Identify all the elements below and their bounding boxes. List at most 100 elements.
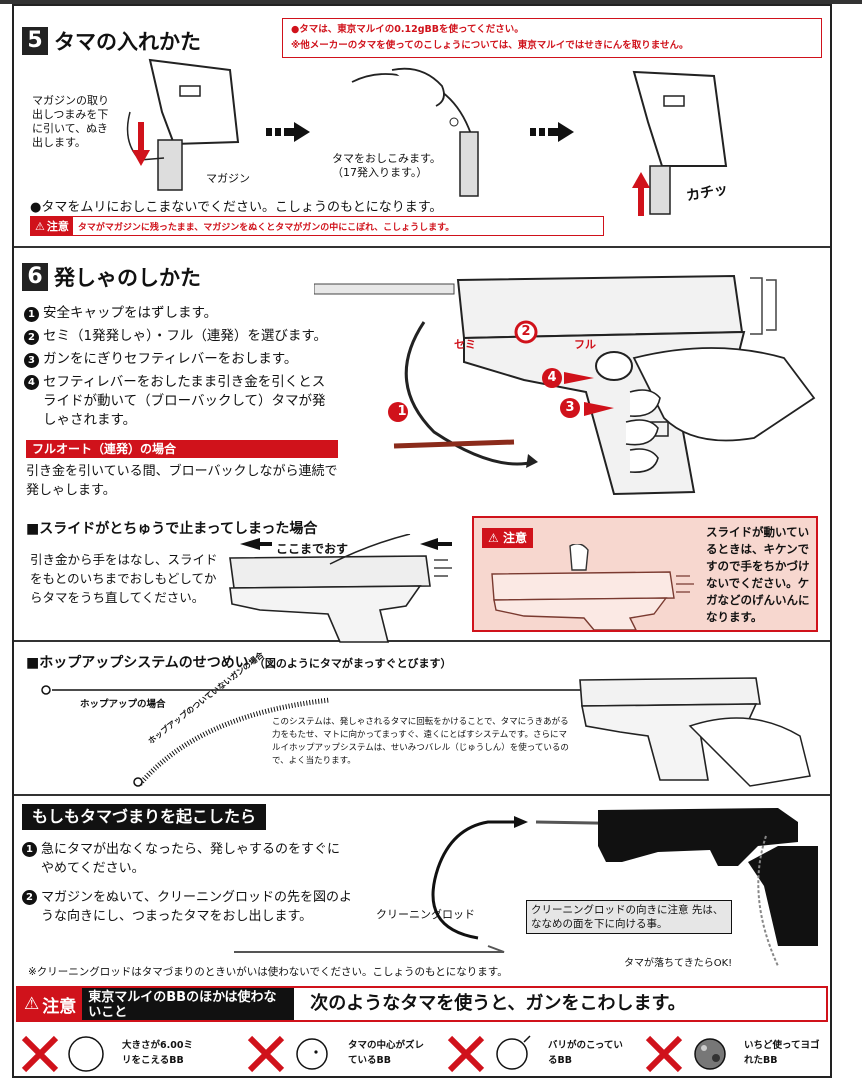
reject-x-icon	[447, 1035, 531, 1073]
caution-badge-label: 注意	[502, 531, 527, 545]
firing-step-1: 1 安全キャップをはずします。	[24, 304, 217, 323]
next-arrow-icon	[530, 122, 574, 142]
callout-2: 2	[521, 324, 531, 339]
bad-bb-text: 大きさが6.00ミリをこえるBB	[122, 1040, 193, 1066]
step-number: 3	[24, 353, 39, 368]
step-text: 急にタマが出なくなったら、発しゃするのをすぐにやめてください。	[41, 842, 341, 876]
bb-brand-warning: 東京マルイのBBのほかは使わないこと	[82, 988, 295, 1020]
callout-1: 1	[397, 404, 407, 419]
pistol-firing-illustration	[314, 274, 816, 496]
bad-bb-burrs: バリがのこっているBB	[446, 1034, 646, 1074]
reject-x-icon	[21, 1035, 104, 1073]
jam-title: もしもタマづまりを起こしたら	[22, 804, 267, 830]
firing-step-4: 4 セフティレバーをおしたまま引き金を引くとスライドが動いて（ブローバックして）タ…	[24, 373, 334, 430]
bb-notice-line2: ※他メーカーのタマを使ってのこしょうについては、東京マルイではせきにんを取りませ…	[291, 40, 689, 51]
callout-4: 4	[547, 370, 557, 385]
full-auto-label: フルオート（連発）の場合	[26, 440, 338, 458]
firing-step-3: 3 ガンをにぎりセフティレバーをおします。	[24, 350, 297, 369]
slide-caution-panel: ⚠ 注意 スライドが動いているときは、キケンですので手をちかづけないでください。…	[472, 516, 818, 632]
bad-bb-off-center: タマの中心がズレているBB	[246, 1034, 446, 1074]
full-auto-text: 引き金を引いている間、ブローバックしながら連続で発しゃします。	[26, 464, 338, 498]
no-force-caution: ●タマをムリにおしこまないでください。こしょうのもとになります。	[30, 200, 443, 215]
caution-text: タマがマガジンに残ったまま、マガジンをぬくとタマがガンの中にこぼれ、こしょうしま…	[77, 222, 455, 233]
step-insert-bbs-text: タマをおしこみます。（17発入ります。）	[332, 152, 441, 179]
loading-bb-illustration	[351, 67, 479, 197]
step-text: セフティレバーをおしたまま引き金を引くとスライドが動いて（ブローバックして）タマ…	[43, 374, 326, 428]
full-label: フル	[574, 338, 596, 351]
step-number: 2	[24, 330, 39, 345]
slide-stop-text: 引き金から手をはなし、スライドをもとのいちまでおしもどしてからタマをうち直してく…	[30, 552, 218, 605]
magazine-label: マガジン	[206, 172, 250, 185]
bad-bb-text: タマの中心がズレているBB	[348, 1040, 425, 1066]
jam-step-2: 2 マガジンをぬいて、クリーニングロッドの先を図のような向きにし、つまったタマをお…	[22, 888, 352, 926]
bottom-warning: ⚠注意 東京マルイのBBのほかは使わないこと 次のようなタマを使うと、ガンをこわ…	[16, 986, 828, 1022]
magazine-caution-box: ⚠注意 タマがマガジンに残ったまま、マガジンをぬくとタマがガンの中にこぼれ、こし…	[30, 216, 604, 236]
caution-badge: ⚠注意	[18, 988, 83, 1020]
hopup-explanation: このシステムは、発しゃされるタマに回転をかけることで、タマにうきあがる力をもたせ…	[272, 717, 569, 766]
callout-3: 3	[565, 400, 575, 415]
callout-4-marker	[542, 368, 562, 388]
bb-notice: ●タマは、東京マルイの0.12gBBを使ってください。 ※他メーカーのタマを使っ…	[282, 18, 822, 58]
slide-stop-title: ■スライドがとちゅうで止まってしまった場合	[26, 521, 318, 537]
callout-1-marker	[388, 402, 408, 422]
section-title: タマの入れかた	[54, 30, 201, 54]
step-text: マガジンをぬいて、クリーニングロッドの先を図のような向きにし、つまったタマをおし…	[41, 890, 352, 924]
bad-bb-text: バリがのこっているBB	[548, 1040, 623, 1066]
caution-badge-label: 注意	[42, 996, 77, 1017]
reject-x-icon	[645, 1035, 726, 1073]
gun-grip-illustration-2	[632, 70, 728, 216]
bad-bb-list: 大きさが6.00ミリをこえるBB タマの中心がズレているBB バリがのこっている…	[16, 1026, 828, 1080]
slide-caution-text: スライドが動いているときは、キケンですので手をちかづけないでください。ケガなどの…	[706, 525, 810, 624]
bb-drop-label: タマが落ちてきたらOK!	[624, 958, 733, 969]
step-number: 2	[22, 890, 37, 905]
rod-label: クリーニングロッド	[376, 908, 475, 921]
caution-badge: ⚠ 注意	[482, 528, 533, 548]
step-text: 安全キャップをはずします。	[43, 305, 218, 321]
cleaning-rod-illustration	[234, 808, 818, 966]
gun-grip-illustration-1	[126, 58, 240, 191]
caution-badge: ⚠注意	[31, 217, 73, 235]
bb-damage-headline: 次のようなタマを使うと、ガンをこわします。	[310, 993, 686, 1014]
push-here-label: ここまでおす	[276, 542, 349, 556]
rod-direction-note: クリーニングロッドの向きに注意 先は、ななめの面を下に向ける事。	[526, 900, 732, 934]
jam-step-1: 1 急にタマが出なくなったら、発しゃするのをすぐにやめてください。	[22, 840, 352, 878]
caution-badge-label: 注意	[46, 220, 69, 233]
step-remove-magazine-text: マガジンの取り出しつまみを下に引いて、ぬき出します。	[32, 94, 109, 149]
callout-2-marker	[514, 320, 538, 344]
warning-icon: ⚠	[24, 994, 40, 1014]
reject-x-icon	[247, 1035, 328, 1073]
up-arrow-icon	[638, 186, 644, 216]
warning-icon: ⚠	[35, 219, 45, 233]
step-number: 1	[22, 842, 37, 857]
step-number: 1	[24, 307, 39, 322]
section-hopup: ■ホップアップシステムのせつめい （図のようにタマがまっすぐとびます） ホップア…	[14, 642, 830, 796]
callout-3-marker	[560, 398, 580, 418]
slide-reset-illustration	[229, 534, 452, 643]
section-number: 5	[22, 27, 48, 55]
section-number: 6	[22, 263, 48, 291]
slide-danger-illustration	[491, 544, 694, 630]
with-hopup-label: ホップアップの場合	[80, 699, 166, 710]
bad-bb-oversized: 大きさが6.00ミリをこえるBB	[20, 1034, 220, 1074]
hopup-trajectory-diagram	[41, 677, 811, 787]
step-text: ガンをにぎりセフティレバーをおします。	[43, 351, 298, 367]
hopup-heading: ■ホップアップシステムのせつめい （図のようにタマがまっすぐとびます）	[26, 652, 451, 672]
next-arrow-icon	[266, 122, 310, 142]
semi-label: セミ	[454, 338, 476, 351]
step-text: セミ（1発発しゃ）・フル（連発）を選びます。	[43, 328, 327, 344]
top-border	[0, 0, 862, 4]
warning-icon: ⚠	[488, 531, 499, 545]
bad-bb-used: いちど使ってヨゴれたBB	[644, 1034, 828, 1074]
hopup-title: ■ホップアップシステムのせつめい	[26, 655, 249, 671]
section-bb-jam: もしもタマづまりを起こしたら 1 急にタマが出なくなったら、発しゃするのをすぐにや…	[14, 796, 830, 990]
rod-footnote: ※クリーニングロッドはタマづまりのときいがいは使わないでください。こしょうのもと…	[28, 966, 508, 978]
down-arrow-icon	[138, 122, 144, 152]
firing-step-2: 2 セミ（1発発しゃ）・フル（連発）を選びます。	[24, 327, 327, 346]
step-number: 4	[24, 375, 39, 390]
hopup-subtitle: （図のようにタマがまっすぐとびます）	[253, 657, 452, 670]
section-title: 発しゃのしかた	[54, 266, 201, 290]
bb-notice-line1: ●タマは、東京マルイの0.12gBBを使ってください。	[291, 24, 524, 35]
